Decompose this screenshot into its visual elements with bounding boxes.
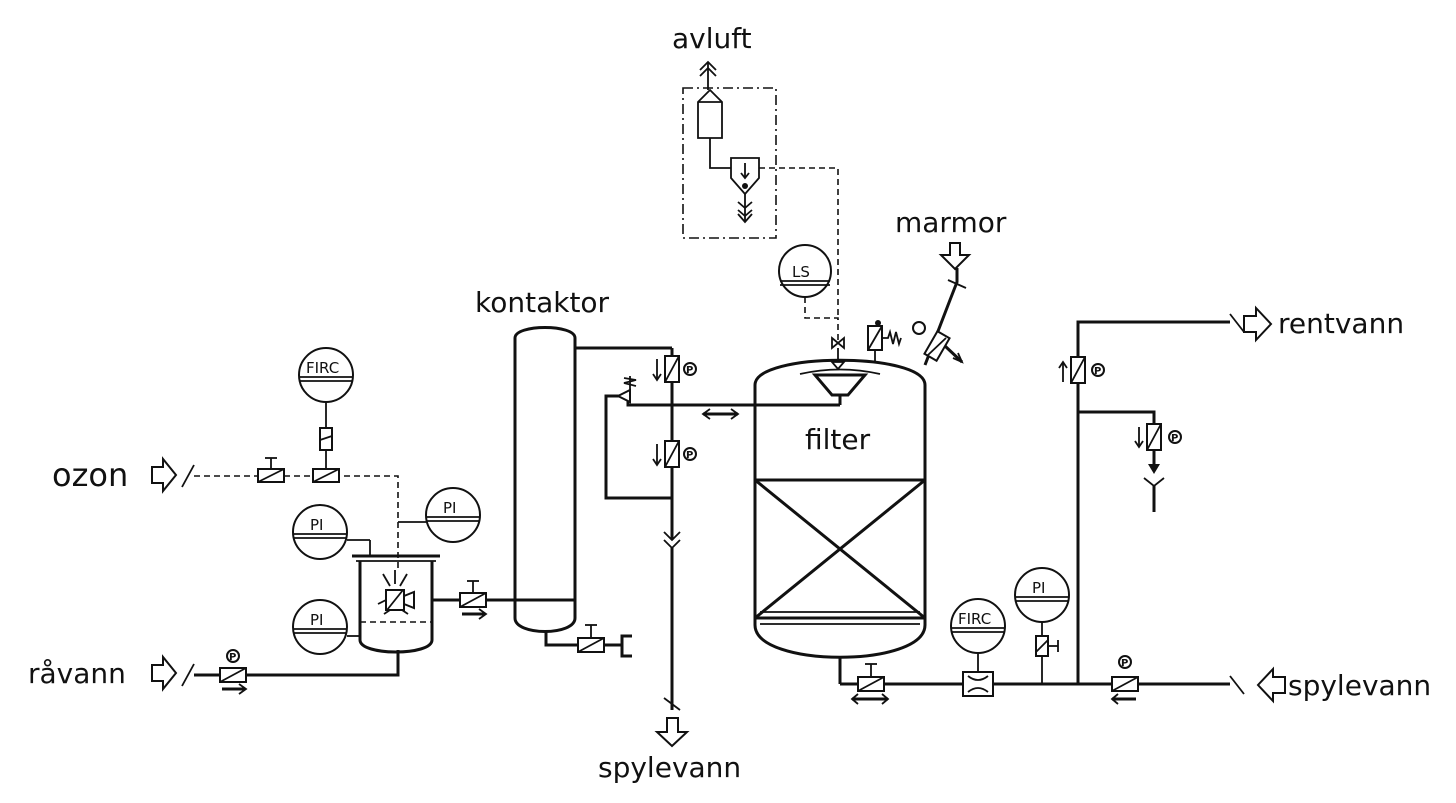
bidirectional-flow-icon (701, 408, 740, 420)
spylevann-inlet-arrow-icon (1256, 666, 1286, 704)
svg-text:P: P (1171, 433, 1178, 444)
spylevann-outlet-valve-icon: P (652, 440, 697, 468)
ozon-gas-line (194, 475, 399, 568)
rentvann-line (1076, 320, 1230, 684)
bypass-loop (604, 394, 672, 500)
svg-text:P: P (686, 450, 693, 461)
pi-reactor-bottom-instrument: PI (292, 599, 348, 655)
pi-reactor-top-tag: PI (310, 516, 323, 534)
firc-ozone-tag: FIRC (306, 359, 339, 377)
rentvann-valve-icon: P (1058, 356, 1105, 384)
air-vessel (697, 88, 723, 139)
flowmeter-icon (962, 671, 994, 697)
spylevann-right-label: spylevann (1288, 669, 1431, 702)
rentvann-outlet-arrow-icon (1243, 305, 1273, 343)
ravann-valve-icon: P (219, 649, 248, 695)
ravann-feed-line (194, 650, 400, 677)
filter-relief-valve-icon (867, 320, 902, 362)
pi-ozone-tag: PI (443, 499, 456, 517)
ozon-valve-1-icon (257, 457, 285, 483)
ravann-label: råvann (28, 657, 126, 690)
svg-text:P: P (1094, 366, 1101, 377)
pi-backwash-tag: PI (1032, 579, 1045, 597)
ls-tag: LS (792, 263, 810, 281)
bypass-relief-valve-icon (615, 376, 637, 404)
avluft-label: avluft (672, 22, 752, 55)
ozon-label: ozon (52, 456, 128, 494)
firc-backwash-instrument: FIRC (950, 598, 1006, 654)
air-release-unit-boundary (682, 87, 777, 239)
kontaktor-outlet-valve-icon: P (652, 355, 697, 383)
svg-text:P: P (229, 652, 236, 663)
pi-reactor-top-instrument: PI (292, 504, 348, 560)
avluft-vent-arrow-icon (699, 60, 717, 90)
svg-text:P: P (686, 365, 693, 376)
level-valve-icon (830, 336, 846, 371)
ozon-inlet-arrow-icon (151, 456, 178, 494)
ravann-inlet-arrow-icon (151, 654, 178, 692)
rentvann-label: rentvann (1278, 307, 1404, 340)
kontaktor-label: kontaktor (475, 286, 610, 319)
marmor-inlet-arrow-icon (938, 242, 972, 271)
pi-backwash-instrument: PI (1014, 567, 1070, 623)
spylevann-outlet-arrow-icon (654, 717, 690, 748)
ozon-control-valve-icon (312, 468, 340, 483)
filter-bottom-valve-icon (850, 663, 890, 705)
spylevann-bottom-label: spylevann (598, 751, 741, 784)
marmor-feeder-icon (912, 321, 964, 364)
sample-valve-icon: P (1134, 423, 1182, 512)
filter-vessel (753, 358, 927, 659)
reactor-outlet-valve-icon (459, 580, 488, 620)
air-separator (730, 157, 760, 196)
ozone-reactor (352, 554, 440, 654)
svg-text:P: P (1121, 658, 1128, 669)
pi-reactor-bottom-tag: PI (310, 611, 323, 629)
kontaktor-drain-valve-icon (577, 624, 632, 658)
firc-ozone-instrument: FIRC (298, 347, 354, 403)
marmor-label: marmor (895, 206, 1007, 239)
ls-level-switch: LS (778, 244, 832, 298)
firc-backwash-tag: FIRC (958, 610, 991, 628)
pi-ozone-instrument: PI (425, 487, 481, 543)
filter-label: filter (805, 423, 871, 456)
kontaktor-column (513, 326, 577, 633)
spylevann-inlet-valve-icon: P (1110, 655, 1139, 705)
